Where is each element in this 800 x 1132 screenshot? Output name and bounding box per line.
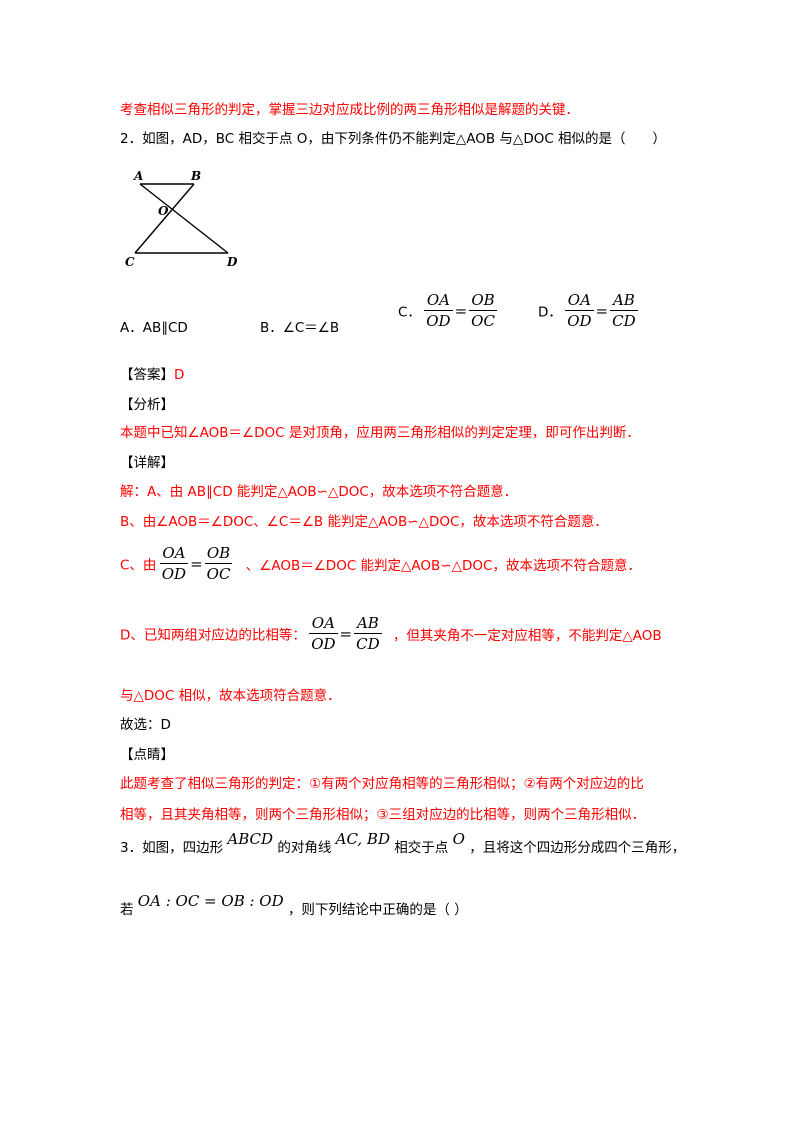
frac-num: OA <box>162 544 186 562</box>
option-c-label: C． <box>398 304 421 321</box>
q3-cond-suffix: ，则下列结论中正确的是（ ） <box>287 902 468 918</box>
segment-ad <box>139 183 229 254</box>
q3-cond-math: OA : OC = OB : OD <box>137 892 284 910</box>
label-a: A <box>133 169 143 183</box>
option-b: B．∠C＝∠B <box>260 320 340 336</box>
detail-d-prefix: D、已知两组对应边的比相等： <box>120 627 306 644</box>
q3-stem-prefix: 3．如图，四边形 <box>120 840 224 856</box>
frac-num: OA <box>567 291 591 309</box>
answer-value: D <box>174 367 185 383</box>
frac-den: OD <box>161 565 187 583</box>
option-d-label: D． <box>538 304 562 321</box>
q3-condition: 若 OA : OC = OB : OD ，则下列结论中正确的是（ ） <box>120 892 468 918</box>
equals-sign: = <box>190 554 203 573</box>
option-d-fraction-2: AB CD <box>610 291 638 330</box>
detail-c-fraction-2: OB OC <box>204 544 233 583</box>
frac-num: OA <box>426 291 450 309</box>
q3-point: O <box>452 830 465 848</box>
choose-line: 故选：D <box>120 717 171 733</box>
equals-sign: = <box>454 301 468 320</box>
option-c-fraction-2: OB OC <box>469 291 497 330</box>
analysis-text: 本题中已知∠AOB＝∠DOC 是对顶角，应用两三角形相似的判定定理，即可作出判断… <box>120 425 640 441</box>
frac-num: AB <box>612 291 635 309</box>
equals-sign: = <box>339 624 353 643</box>
comment-line-1: 此题考查了相似三角形的判定：①有两个对应角相等的三角形相似；②有两个对应边的比 <box>120 776 644 792</box>
q3-stem-mid1: 的对角线 <box>277 840 332 856</box>
detail-d-suffix: ，但其夹角不一定对应相等，不能判定△AOB <box>392 627 662 644</box>
detail-b: B、由∠AOB＝∠DOC、∠C＝∠B 能判定△AOB∽△DOC，故本选项不符合题… <box>120 514 608 530</box>
option-a: A．AB∥CD <box>120 320 188 336</box>
intro-line: 考查相似三角形的判定，掌握三边对应成比例的两三角形相似是解题的关键． <box>120 102 579 118</box>
frac-den: OD <box>426 312 451 330</box>
frac-den: CD <box>356 635 380 653</box>
q3-cond-prefix: 若 <box>120 902 134 918</box>
segment-bc <box>134 183 195 254</box>
detail-c-prefix: C、由 <box>120 557 157 574</box>
detail-c: C、由 OA OD = OB OC 、∠AOB＝∠DOC 能判定△AOB∽△DO… <box>120 544 641 583</box>
q3-stem-mid2: 相交于点 <box>394 840 449 856</box>
comment-line-2: 相等，且其夹角相等，则两个三角形相似；③三组对应边的比相等，则两个三角形相似． <box>120 807 646 823</box>
detail-d: D、已知两组对应边的比相等： OA OD = AB CD ，但其夹角不一定对应相… <box>120 614 662 653</box>
option-c: C． OA OD = OB OC <box>398 291 497 330</box>
option-d-fraction-1: OA OD <box>565 291 594 330</box>
detail-d-fraction-2: AB CD <box>354 614 382 653</box>
option-d: D． OA OD = AB CD <box>538 291 638 330</box>
label-o: O <box>158 204 169 218</box>
q2-stem: 2．如图，AD，BC 相交于点 O，由下列条件仍不能判定△AOB 与△DOC 相… <box>120 131 667 147</box>
answer-line: 【答案】D <box>120 366 184 384</box>
detail-tag: 【详解】 <box>120 455 174 471</box>
frac-num: OA <box>311 614 335 632</box>
option-c-fraction-1: OA OD <box>424 291 453 330</box>
q3-quad: ABCD <box>227 830 274 848</box>
frac-num: AB <box>356 614 379 632</box>
label-c: C <box>125 255 135 269</box>
detail-c-fraction-1: OA OD <box>159 544 189 583</box>
frac-den: OC <box>471 312 495 330</box>
comment-tag: 【点睛】 <box>120 747 174 763</box>
frac-num: OB <box>206 544 231 562</box>
detail-d-continued: 与△DOC 相似，故本选项符合题意． <box>120 688 341 704</box>
equals-sign: = <box>595 301 609 320</box>
frac-den: CD <box>612 312 636 330</box>
analysis-tag: 【分析】 <box>120 397 174 413</box>
detail-d-fraction-1: OA OD <box>309 614 338 653</box>
label-b: B <box>190 169 201 183</box>
detail-a: 解：A、由 AB∥CD 能判定△AOB∽△DOC，故本选项不符合题意． <box>120 484 518 500</box>
frac-den: OD <box>567 312 592 330</box>
q3-stem: 3．如图，四边形 ABCD 的对角线 AC, BD 相交于点 O ，且将这个四边… <box>120 830 686 856</box>
q2-figure: A B O C D <box>125 169 238 269</box>
detail-c-suffix: 、∠AOB＝∠DOC 能判定△AOB∽△DOC，故本选项不符合题意． <box>245 557 641 574</box>
answer-tag: 【答案】 <box>120 367 174 383</box>
label-d: D <box>226 255 238 269</box>
q3-diagonals: AC, BD <box>335 830 390 848</box>
frac-den: OC <box>206 565 231 583</box>
frac-num: OB <box>471 291 495 309</box>
q3-stem-suffix: ，且将这个四边形分成四个三角形， <box>469 840 686 856</box>
frac-den: OD <box>311 635 336 653</box>
